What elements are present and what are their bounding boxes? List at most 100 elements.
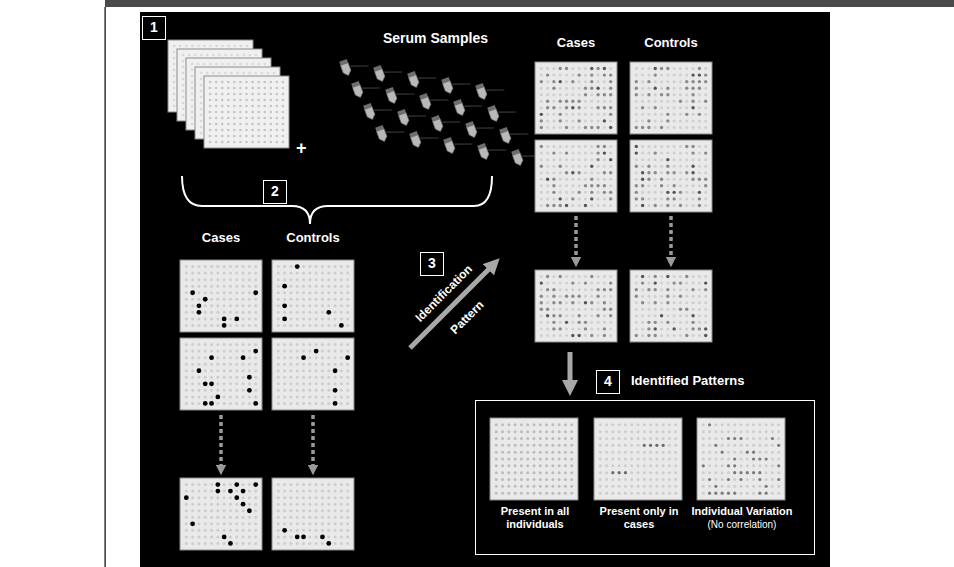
spot [302, 516, 305, 519]
spot [248, 317, 251, 320]
spot [283, 265, 286, 268]
spot [209, 45, 212, 48]
spot [257, 129, 260, 132]
spot [197, 350, 200, 353]
spot [609, 184, 612, 187]
spot [296, 395, 299, 398]
spot [277, 356, 280, 359]
spot [227, 87, 230, 90]
spot [340, 490, 343, 493]
spot [565, 171, 568, 174]
spot [552, 113, 555, 116]
spot [223, 291, 226, 294]
spot [340, 278, 343, 281]
spot [191, 63, 194, 66]
spot [698, 106, 701, 109]
spot [242, 291, 245, 294]
spot [254, 304, 257, 307]
spot [233, 63, 236, 66]
spot [346, 272, 349, 275]
spot [565, 80, 568, 83]
spot [704, 106, 707, 109]
spot [578, 87, 581, 90]
spot [584, 184, 587, 187]
spot [327, 317, 330, 320]
slide [630, 140, 712, 212]
spot [571, 119, 574, 122]
spot [590, 145, 593, 148]
spot [209, 111, 212, 114]
spot [565, 119, 568, 122]
spot [221, 87, 224, 90]
spot [672, 184, 675, 187]
spot [641, 119, 644, 122]
spot [596, 184, 599, 187]
spot [321, 522, 324, 525]
spot [239, 123, 242, 126]
spot [235, 376, 238, 379]
spot [191, 105, 194, 108]
spot [597, 113, 600, 116]
spot [182, 72, 185, 75]
spot [276, 123, 279, 126]
spot [289, 490, 292, 493]
spot [289, 376, 292, 379]
slide [272, 260, 354, 332]
spot [185, 272, 188, 275]
spot [191, 111, 194, 114]
spot [334, 496, 337, 499]
spot [546, 178, 549, 181]
spot [242, 304, 245, 307]
spot [321, 272, 324, 275]
spot [210, 483, 213, 486]
spot [239, 105, 242, 108]
vial-shadow [420, 132, 438, 143]
spot [654, 184, 657, 187]
spot [197, 402, 200, 405]
spot [229, 272, 232, 275]
spot [248, 522, 251, 525]
spot [321, 395, 324, 398]
spot [282, 528, 287, 533]
spot [603, 106, 606, 109]
spot [191, 75, 194, 78]
spot [571, 178, 574, 181]
spot [221, 129, 224, 132]
spot [590, 184, 593, 187]
spot [308, 356, 311, 359]
spot [654, 73, 657, 76]
spot [184, 495, 189, 500]
spot [334, 298, 337, 301]
spot [253, 349, 258, 354]
spot [296, 522, 299, 525]
spot [185, 298, 188, 301]
spot [691, 106, 694, 109]
spot [571, 158, 574, 161]
spot [691, 73, 694, 76]
spot [578, 158, 581, 161]
spot [609, 197, 612, 200]
spot [241, 502, 246, 507]
spot [185, 317, 188, 320]
spot [282, 135, 285, 138]
spot [565, 93, 568, 96]
spot [334, 363, 337, 366]
spot [223, 369, 226, 372]
spot [182, 90, 185, 93]
spot [679, 126, 682, 129]
spot [191, 45, 194, 48]
spot [346, 317, 349, 320]
spot [221, 117, 224, 120]
spot [571, 100, 574, 103]
spot [228, 541, 233, 546]
spot [346, 291, 349, 294]
spot [191, 376, 194, 379]
vial [373, 59, 403, 83]
spot [229, 311, 232, 314]
spot [241, 489, 246, 494]
dot-grid [180, 260, 262, 332]
spot [173, 81, 176, 84]
spot [685, 119, 688, 122]
spot [282, 93, 285, 96]
